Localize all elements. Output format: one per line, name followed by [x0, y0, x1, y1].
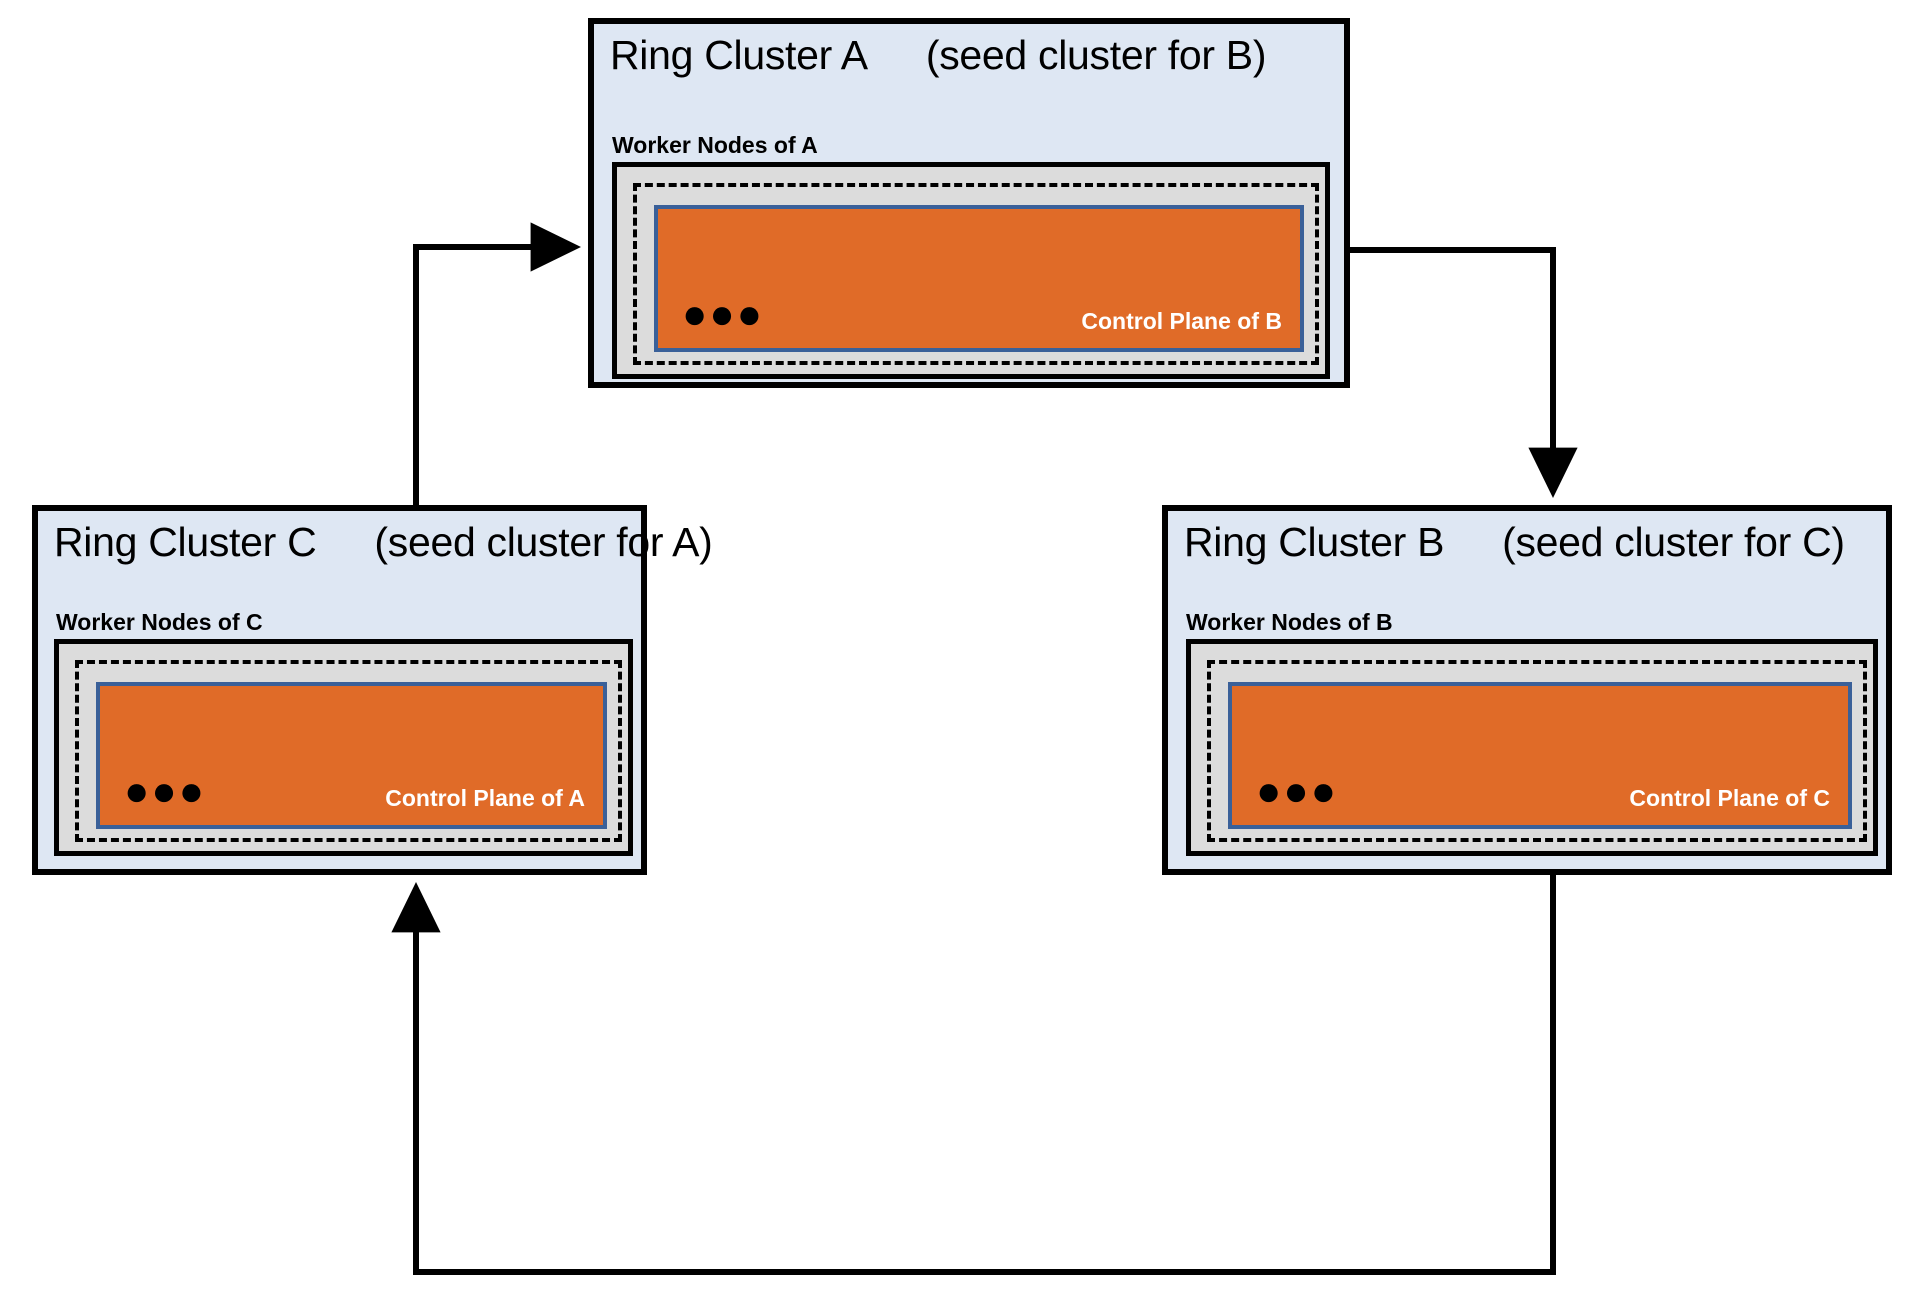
cluster-b-dashed-boundary: ●●● Control Plane of C: [1207, 660, 1867, 842]
cluster-b-control-plane-label: Control Plane of C: [1629, 785, 1830, 811]
cluster-a-seed-note: (seed cluster for B): [925, 32, 1267, 78]
cluster-c-control-plane-label: Control Plane of A: [385, 785, 585, 811]
cluster-c-control-plane-box[interactable]: ●●● Control Plane of A: [96, 682, 607, 829]
cluster-a-dashed-boundary: ●●● Control Plane of B: [633, 183, 1319, 365]
cluster-a-control-plane-box[interactable]: ●●● Control Plane of B: [654, 205, 1304, 352]
cluster-b-worker-label: Worker Nodes of B: [1186, 609, 1393, 635]
ring-cluster-a[interactable]: Ring Cluster A (seed cluster for B) Worke…: [588, 18, 1350, 388]
cluster-c-worker-label: Worker Nodes of C: [56, 609, 263, 635]
cluster-a-control-plane-label: Control Plane of B: [1081, 308, 1282, 334]
connector-b-to-c: [391, 875, 1556, 1275]
connector-a-to-b: [1350, 247, 1578, 498]
cluster-b-title: Ring Cluster B (seed cluster for C): [1184, 519, 1845, 566]
cluster-a-worker-nodes-box[interactable]: ●●● Control Plane of B: [612, 162, 1330, 379]
cluster-b-name: Ring Cluster B: [1184, 519, 1445, 565]
cluster-b-worker-nodes-box[interactable]: ●●● Control Plane of C: [1186, 639, 1878, 856]
cluster-c-seed-note: (seed cluster for A): [374, 519, 713, 565]
cluster-a-worker-label: Worker Nodes of A: [612, 132, 818, 158]
ring-cluster-b[interactable]: Ring Cluster B (seed cluster for C) Worke…: [1162, 505, 1892, 875]
cluster-c-title: Ring Cluster C (seed cluster for A): [54, 519, 713, 566]
ellipsis-icon: ●●●: [1256, 767, 1339, 814]
cluster-a-name: Ring Cluster A: [610, 32, 868, 78]
cluster-b-control-plane-box[interactable]: ●●● Control Plane of C: [1228, 682, 1852, 829]
cluster-c-dashed-boundary: ●●● Control Plane of A: [75, 660, 622, 842]
ring-cluster-c[interactable]: Ring Cluster C (seed cluster for A) Worke…: [32, 505, 713, 875]
ellipsis-icon: ●●●: [124, 767, 207, 814]
cluster-c-worker-nodes-box[interactable]: ●●● Control Plane of A: [54, 639, 633, 856]
ellipsis-icon: ●●●: [682, 290, 765, 337]
cluster-b-seed-note: (seed cluster for C): [1502, 519, 1845, 565]
cluster-a-title: Ring Cluster A (seed cluster for B): [610, 32, 1267, 79]
cluster-c-name: Ring Cluster C: [54, 519, 317, 565]
